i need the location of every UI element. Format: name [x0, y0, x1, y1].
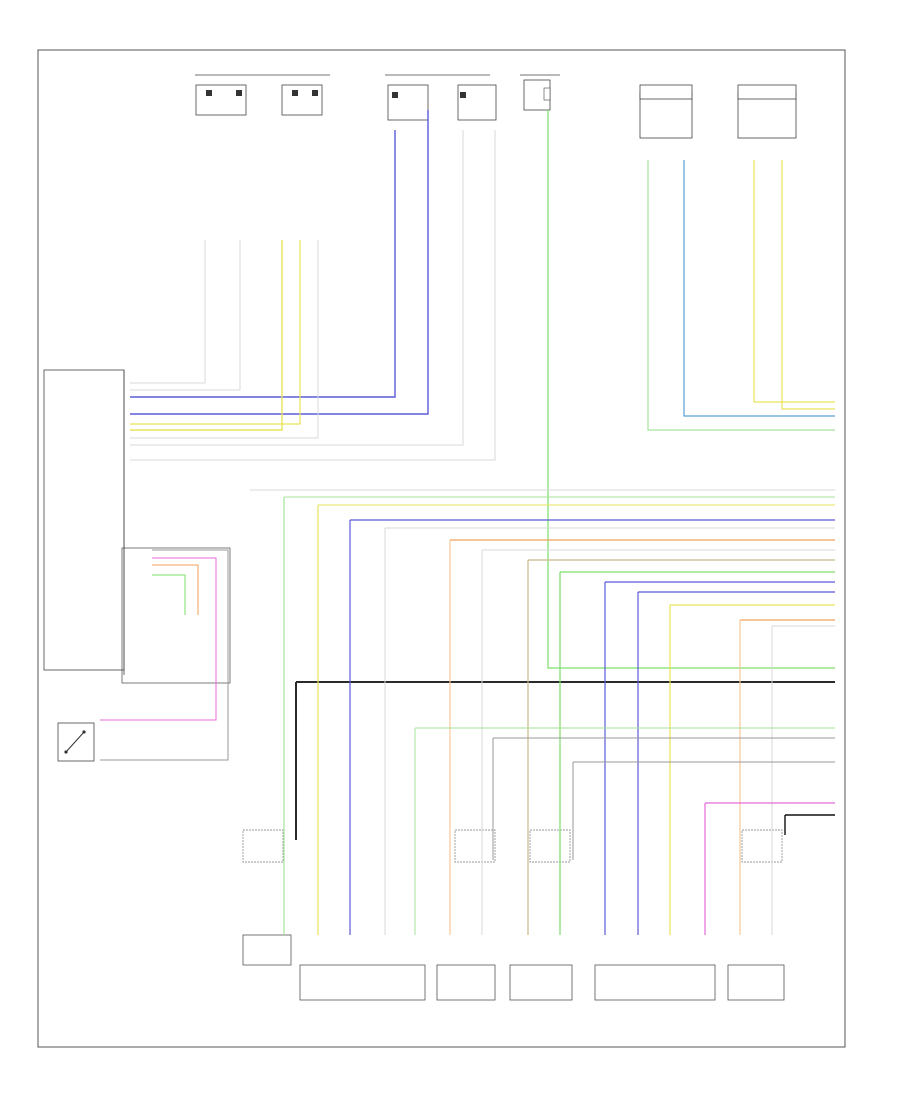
- wire-green-cs1: [152, 574, 186, 615]
- wire-green-tr: [647, 160, 835, 431]
- wire-green-fuse: [547, 110, 835, 669]
- wire-yellow-tr1: [753, 160, 835, 403]
- wires: [100, 110, 835, 935]
- diagram-border: [37, 49, 846, 1048]
- bottom-connector-3: [436, 829, 496, 1001]
- wire-gray-4: [130, 130, 496, 461]
- wire-gray-5: [130, 240, 319, 439]
- wire-gray-1: [130, 240, 206, 384]
- passenger-switch: [57, 722, 95, 762]
- top-right-sensor-b: [737, 84, 797, 139]
- top-left-module: [195, 74, 330, 116]
- wire-yellow-1: [130, 240, 283, 431]
- bottom-connector-5: [594, 964, 716, 1001]
- top-right-sensor-a: [639, 84, 693, 139]
- bottom-connector-6: [727, 829, 785, 1001]
- wire-pink-cs: [100, 557, 217, 721]
- bottom-connector-1: [242, 829, 292, 966]
- wire-gray-3: [130, 130, 464, 446]
- wire-gray-cs: [100, 549, 229, 761]
- wire-blue-2: [130, 110, 429, 415]
- bottom-connector-4: [509, 829, 573, 1001]
- wire-yellow-tr2: [781, 160, 835, 410]
- wire-gray-2: [130, 240, 241, 391]
- wire-lightblue-tr: [683, 160, 835, 417]
- wire-blue-1: [130, 130, 396, 398]
- control-module-connector: [43, 369, 231, 684]
- fuse-module: [520, 74, 560, 111]
- top-middle-module: [385, 74, 497, 121]
- wire-yellow-2: [130, 240, 301, 425]
- bottom-connector-2: [299, 964, 426, 1001]
- wire-orange-cs: [152, 564, 199, 615]
